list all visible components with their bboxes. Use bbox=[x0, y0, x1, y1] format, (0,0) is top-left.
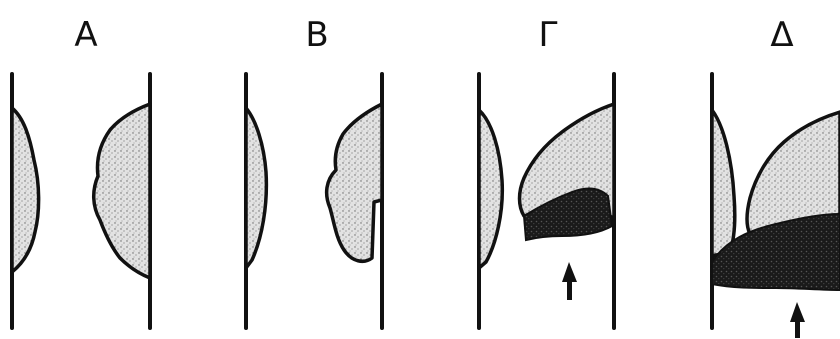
left-lesion bbox=[12, 108, 39, 272]
panel-label-delta: Δ bbox=[770, 15, 793, 55]
right-lesion bbox=[94, 104, 150, 278]
panel-label-a: A bbox=[74, 15, 97, 55]
panel-label-gamma: Γ bbox=[539, 15, 558, 55]
arrow-up-icon bbox=[790, 302, 805, 338]
right-lesion bbox=[327, 104, 382, 261]
panel-b: B bbox=[246, 15, 382, 328]
panel-a: A bbox=[12, 15, 150, 328]
panel-gamma: Γ bbox=[479, 15, 614, 328]
left-lesion bbox=[712, 110, 735, 256]
left-lesion bbox=[479, 110, 502, 268]
panel-label-b: B bbox=[305, 15, 328, 55]
arrow-up-icon bbox=[562, 262, 577, 300]
left-lesion bbox=[246, 108, 266, 268]
panel-delta: Δ bbox=[712, 15, 840, 338]
